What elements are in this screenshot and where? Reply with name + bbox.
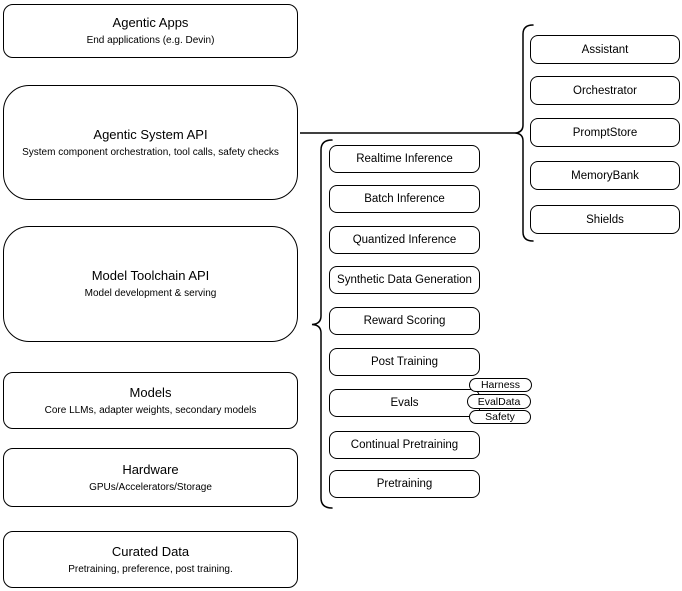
evals-tag-label: Harness xyxy=(480,379,521,391)
component-box-shields: Shields xyxy=(530,205,680,234)
model-toolchain-api-box: Model Toolchain API Model development & … xyxy=(3,226,298,342)
component-label: Shields xyxy=(586,213,624,226)
service-box-pretraining: Pretraining xyxy=(329,470,480,498)
agentic-system-api-title: Agentic System API xyxy=(93,126,208,142)
service-label: Batch Inference xyxy=(364,193,445,205)
agentic-system-api-subtitle: System component orchestration, tool cal… xyxy=(22,146,279,158)
component-label: Assistant xyxy=(581,43,629,56)
evals-tag-safety: Safety xyxy=(469,410,531,424)
component-box-assistant: Assistant xyxy=(530,35,680,64)
models-subtitle: Core LLMs, adapter weights, secondary mo… xyxy=(44,404,257,416)
service-box-batch-inference: Batch Inference xyxy=(329,185,480,213)
model-toolchain-api-title: Model Toolchain API xyxy=(91,268,210,283)
service-label: Continual Pretraining xyxy=(350,439,459,451)
service-box-realtime-inference: Realtime Inference xyxy=(329,145,480,173)
hardware-title: Hardware xyxy=(122,461,179,477)
service-box-quantized-inference: Quantized Inference xyxy=(329,226,480,254)
models-title: Models xyxy=(129,384,172,400)
service-box-reward-scoring: Reward Scoring xyxy=(329,307,480,335)
service-label: Post Training xyxy=(370,356,439,368)
service-label: Synthetic Data Generation xyxy=(337,274,472,286)
service-box-synthetic-data-generation: Synthetic Data Generation xyxy=(329,266,480,294)
component-box-memorybank: MemoryBank xyxy=(530,161,680,190)
evals-tag-label: Safety xyxy=(485,411,515,423)
service-label: Evals xyxy=(390,397,419,409)
service-label: Pretraining xyxy=(376,478,433,490)
evals-tag-evaldata: EvalData xyxy=(467,394,531,409)
hardware-subtitle: GPUs/Accelerators/Storage xyxy=(89,481,212,493)
service-label: Quantized Inference xyxy=(352,234,457,246)
agentic-apps-title: Agentic Apps xyxy=(112,15,189,30)
component-box-orchestrator: Orchestrator xyxy=(530,76,680,105)
component-label: MemoryBank xyxy=(571,169,639,182)
curated-data-box: Curated Data Pretraining, preference, po… xyxy=(3,531,298,588)
component-label: PromptStore xyxy=(572,126,638,139)
evals-tag-label: EvalData xyxy=(477,395,521,408)
service-box-post-training: Post Training xyxy=(329,348,480,376)
evals-tag-harness: Harness xyxy=(469,378,532,392)
service-box-continual-pretraining: Continual Pretraining xyxy=(329,431,480,459)
curated-data-subtitle: Pretraining, preference, post training. xyxy=(68,563,233,575)
model-toolchain-api-subtitle: Model development & serving xyxy=(84,288,217,299)
curated-data-title: Curated Data xyxy=(111,543,190,559)
component-box-promptstore: PromptStore xyxy=(530,118,680,147)
hardware-box: Hardware GPUs/Accelerators/Storage xyxy=(3,448,298,507)
service-label: Realtime Inference xyxy=(356,153,453,165)
service-box-evals: Evals xyxy=(329,389,480,417)
models-box: Models Core LLMs, adapter weights, secon… xyxy=(3,372,298,429)
service-label: Reward Scoring xyxy=(363,315,446,327)
agentic-apps-box: Agentic Apps End applications (e.g. Devi… xyxy=(3,4,298,58)
component-label: Orchestrator xyxy=(573,84,637,97)
agentic-apps-subtitle: End applications (e.g. Devin) xyxy=(86,35,215,46)
agentic-system-api-box: Agentic System API System component orch… xyxy=(3,85,298,200)
